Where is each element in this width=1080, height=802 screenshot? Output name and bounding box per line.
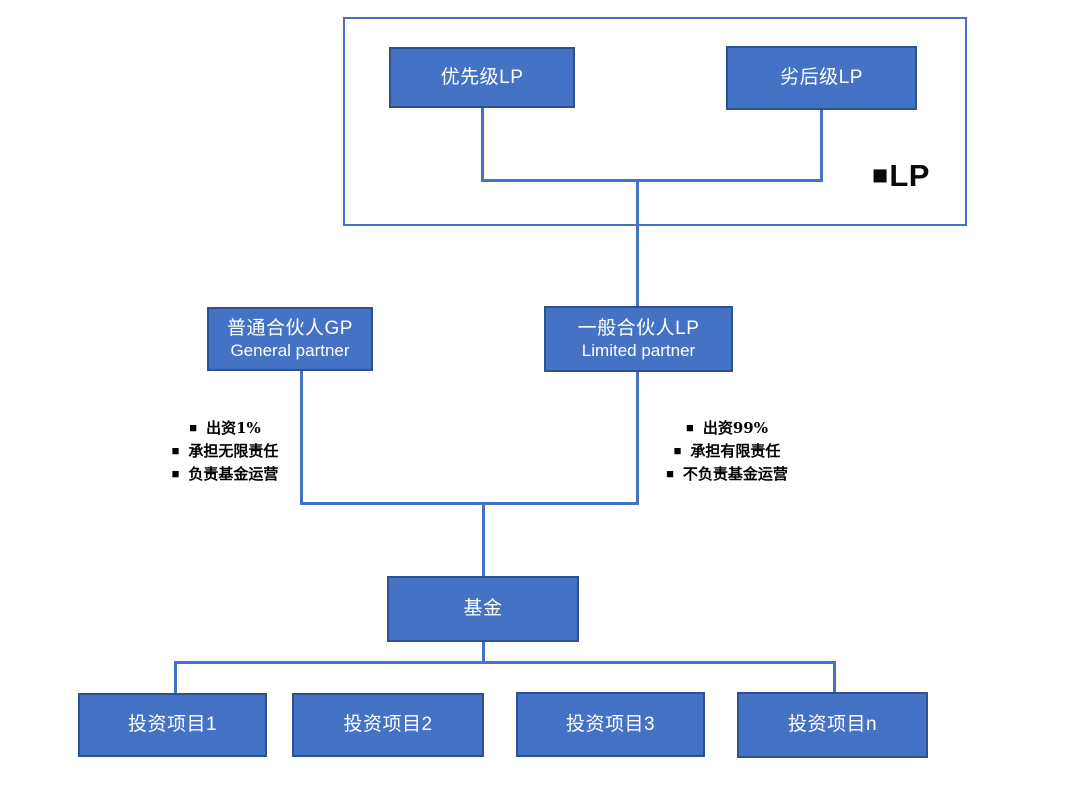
note-line: ■ 出资99%	[686, 416, 768, 439]
note-line: ■ 不负责基金运营	[666, 462, 788, 485]
connector-center-down-to-lp	[636, 182, 639, 306]
connector-down-to-fund	[482, 505, 485, 576]
node-label: 投资项目n	[787, 714, 878, 736]
node-label: 劣后级LP	[780, 67, 863, 89]
connector-lp-down	[636, 372, 639, 504]
note-text: 出资1%	[206, 419, 261, 437]
lp-legend-label: LP	[889, 158, 930, 193]
note-line: ■ 负责基金运营	[172, 462, 279, 485]
lp-group-frame	[343, 17, 967, 226]
note-text: 负责基金运营	[188, 465, 279, 483]
node-label: 优先级LP	[440, 66, 524, 88]
connector-bottom-horizontal	[174, 661, 836, 664]
node-label: 投资项目3	[565, 713, 656, 735]
note-text: 出资99%	[702, 419, 768, 437]
connector-project1-stub	[174, 661, 177, 693]
connector-mid-horizontal	[300, 502, 639, 505]
connector-gp-down	[300, 371, 303, 504]
note-text: 承担有限责任	[690, 442, 781, 460]
node-subtitle: Limited partner	[581, 341, 696, 361]
node-subtitle: General partner	[230, 341, 350, 361]
bullet-square-icon: ■	[666, 466, 674, 481]
lp-legend: ■ LP	[872, 160, 930, 191]
connector-projectn-stub	[833, 661, 836, 692]
note-text: 承担无限责任	[188, 442, 279, 460]
bullet-square-icon: ■	[171, 443, 180, 458]
bullet-square-icon: ■	[171, 466, 180, 481]
node-senior-lp: 优先级LP	[389, 47, 575, 108]
node-fund: 基金	[387, 576, 579, 642]
bullet-square-icon: ■	[189, 420, 198, 435]
note-line: ■ 承担无限责任	[172, 439, 279, 462]
connector-fund-down	[482, 642, 485, 663]
lp-notes: ■ 出资99% ■ 承担有限责任 ■ 不负责基金运营	[642, 416, 812, 485]
node-lp: 一般合伙人LP Limited partner	[544, 306, 733, 372]
black-square-icon: ■	[872, 160, 889, 190]
connector-senior-lp-down	[481, 108, 484, 182]
node-title: 普通合伙人GP	[227, 317, 353, 339]
bullet-square-icon: ■	[686, 420, 694, 435]
connector-junior-lp-down	[820, 110, 823, 182]
node-junior-lp: 劣后级LP	[726, 46, 917, 110]
node-project-3: 投资项目3	[516, 692, 705, 757]
node-project-2: 投资项目2	[292, 693, 484, 757]
note-text: 不负责基金运营	[682, 465, 788, 483]
note-line: ■ 出资1%	[189, 416, 261, 439]
bullet-square-icon: ■	[673, 443, 682, 458]
node-project-n: 投资项目n	[737, 692, 928, 758]
note-line: ■ 承担有限责任	[674, 439, 781, 462]
node-label: 基金	[463, 598, 503, 620]
gp-notes: ■ 出资1% ■ 承担无限责任 ■ 负责基金运营	[140, 416, 310, 485]
node-label: 投资项目2	[343, 714, 433, 736]
node-title: 一般合伙人LP	[577, 317, 700, 339]
node-label: 投资项目1	[127, 714, 218, 736]
node-gp: 普通合伙人GP General partner	[207, 307, 373, 371]
connector-top-horizontal	[481, 179, 823, 182]
node-project-1: 投资项目1	[78, 693, 267, 757]
